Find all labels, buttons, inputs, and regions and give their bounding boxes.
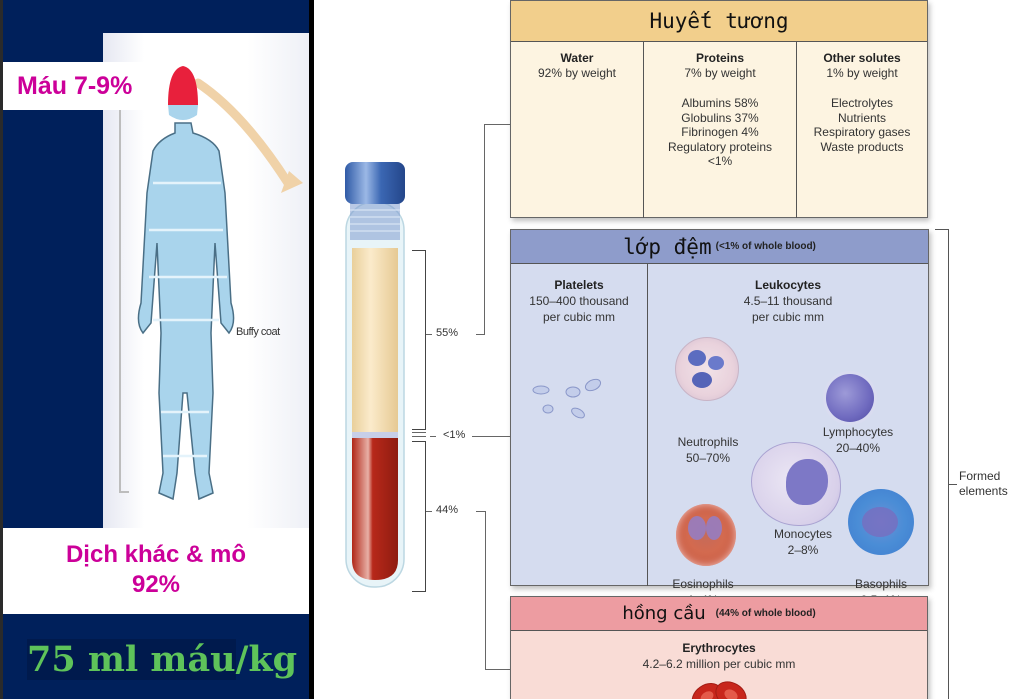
buffy-title: lớp đệm [623, 234, 712, 259]
plasma-connector-v [484, 124, 485, 335]
plasma-connector-h [476, 334, 484, 335]
buffy-coat-panel: lớp đệm (<1% of whole blood) Platelets 1… [510, 229, 929, 607]
plasma-header: Huyết tương [511, 1, 927, 42]
formed-elements-label: Formed elements [959, 469, 1008, 498]
buffy-subtitle: (<1% of whole blood) [715, 241, 816, 252]
blood-volume-per-kg: 75 ml máu/kg [27, 630, 297, 699]
human-body-icon [137, 66, 303, 501]
leukocytes-section: Leukocytes 4.5–11 thousand per cubic mm … [648, 264, 928, 607]
platelets-count: 150–400 thousand [529, 294, 629, 308]
basophil-icon [848, 489, 914, 555]
plasma-percentage: 55% [434, 327, 461, 339]
lymphocytes-label: Lymphocytes 20–40% [822, 425, 894, 455]
solutes-weight: 1% by weight [826, 65, 898, 80]
proteins-weight: 7% by weight [684, 65, 756, 80]
lymphocyte-icon [826, 374, 874, 422]
buffy-tick-b [412, 436, 426, 437]
other-fluid-line2: 92% [131, 571, 181, 598]
water-heading: Water [560, 51, 594, 65]
rbc-subtitle: (44% of whole blood) [715, 608, 816, 619]
platelets-icon [532, 378, 602, 419]
rbc-title: hồng cầu [622, 603, 706, 624]
rbc-tick [426, 511, 432, 512]
rbc-connector-v [485, 511, 486, 670]
plasma-panel: Huyết tương Water 92% by weight Proteins… [510, 0, 928, 218]
buffy-connector [472, 436, 510, 437]
solute-item: Respiratory gases [813, 125, 911, 139]
divider-bar [309, 0, 314, 699]
plasma-col-other-solutes: Other solutes 1% by weight Electrolytes … [797, 42, 927, 218]
buffy-percentage: <1% [441, 429, 468, 441]
solute-item: Waste products [820, 139, 904, 154]
body-figure-image: Buffy coat [103, 33, 309, 528]
monocytes-label: Monocytes 2–8% [773, 527, 833, 557]
other-fluid-label: Dịch khác & mô 92% [3, 528, 309, 614]
rbc-percentage: 44% [434, 504, 461, 516]
water-weight: 92% by weight [537, 65, 617, 80]
leukocytes-unit: per cubic mm [751, 310, 825, 324]
platelets-heading: Platelets [554, 278, 604, 292]
buffy-tick [430, 436, 436, 437]
buffy-coat-label: Buffy coat [236, 326, 280, 338]
erythrocytes-icon [691, 681, 747, 699]
leukocytes-count: 4.5–11 thousand [743, 294, 833, 308]
plasma-bracket [412, 250, 426, 430]
plasma-col-proteins: Proteins 7% by weight Albumins 58% Globu… [644, 42, 797, 218]
left-edge [0, 0, 3, 699]
buffy-tick-a [412, 432, 426, 433]
eosinophil-icon [676, 504, 736, 566]
rbc-connector-bottom [485, 669, 510, 670]
platelets-unit: per cubic mm [542, 310, 616, 324]
rbc-bracket [412, 441, 426, 592]
plasma-tick [426, 334, 432, 335]
plasma-col-water: Water 92% by weight [511, 42, 644, 218]
neutrophils-label: Neutrophils 50–70% [677, 435, 739, 465]
neutrophil-icon [675, 337, 739, 401]
proteins-heading: Proteins [695, 51, 744, 65]
protein-item: Fibrinogen 4% [681, 125, 759, 139]
blood-volume-value: 75 ml máu [27, 639, 236, 680]
buffy-header: lớp đệm (<1% of whole blood) [511, 230, 928, 264]
solute-item: Nutrients [837, 110, 887, 125]
formed-elements-tick [949, 484, 957, 485]
plasma-connector-top [484, 124, 510, 125]
rbc-header: hồng cầu (44% of whole blood) [511, 597, 927, 631]
solute-item: Electrolytes [830, 96, 894, 110]
protein-item: Globulins 37% [681, 110, 759, 125]
formed-elements-bracket [935, 229, 949, 699]
solutes-heading: Other solutes [823, 51, 901, 65]
test-tube-icon [345, 162, 405, 588]
blood-volume-unit: /kg [235, 639, 298, 680]
platelets-section: Platelets 150–400 thousand per cubic mm [511, 264, 648, 586]
protein-item: <1% [707, 154, 733, 168]
erythrocytes-heading: Erythrocytes [682, 641, 756, 655]
protein-item: Albumins 58% [681, 96, 759, 110]
monocyte-icon [751, 442, 841, 526]
plasma-title: Huyết tương [649, 9, 789, 33]
other-fluid-line1: Dịch khác & mô [65, 541, 247, 568]
rbc-connector-h [476, 511, 485, 512]
erythrocytes-count: 4.2–6.2 million per cubic mm [642, 657, 796, 671]
red-blood-cell-panel: hồng cầu (44% of whole blood) Erythrocyt… [510, 596, 928, 699]
protein-item: Regulatory proteins [667, 139, 773, 154]
leukocytes-heading: Leukocytes [754, 278, 822, 292]
blood-percentage-label: Máu 7-9% [3, 62, 167, 110]
